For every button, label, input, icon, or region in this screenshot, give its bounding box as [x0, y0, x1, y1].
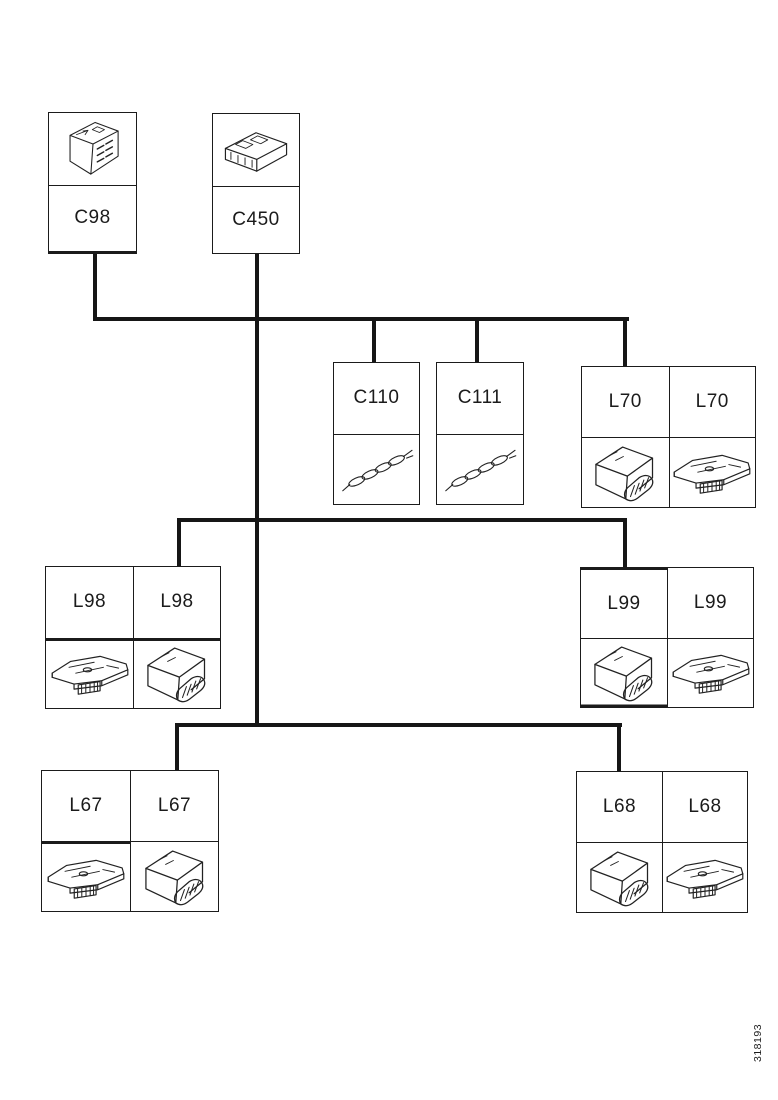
c110-drop-line: [372, 319, 376, 364]
component-label-l99-right: L99: [667, 568, 753, 638]
component-label-c110: C110: [353, 387, 400, 409]
component-label-l68-right: L68: [662, 772, 747, 842]
l70-drop-line: [623, 319, 627, 368]
component-label-l99-left: L99: [581, 568, 667, 638]
component-label-l67-left: L67: [69, 795, 103, 816]
component-label-c111: C111: [457, 387, 503, 409]
bus-line-lower: [175, 723, 622, 727]
flat-module-icon: [667, 637, 753, 707]
component-box-l99: L99 L99: [580, 567, 754, 708]
bus-line-upper: [93, 317, 629, 321]
relay-box-icon: [581, 637, 667, 708]
component-box-l98: L98 L98: [45, 566, 221, 709]
component-label-c98: C98: [49, 184, 136, 251]
component-box-l70: L70 L70: [581, 366, 756, 508]
flat-module-icon: [42, 841, 130, 911]
l67-drop-line: [175, 725, 179, 772]
component-label-l98-right: L98: [133, 567, 220, 638]
flat-module-icon: [662, 842, 747, 912]
c111-drop-line: [475, 319, 479, 364]
component-label-c450: C450: [213, 186, 299, 253]
component-box-c111: C111: [436, 362, 524, 505]
component-label-l68-left: L68: [602, 796, 637, 817]
component-label-l70-left: L70: [608, 391, 642, 412]
component-label-l98-left: L98: [72, 591, 107, 613]
figure-number: 318193: [752, 1023, 764, 1062]
relay-box-icon: [582, 437, 669, 507]
l99-drop-line: [623, 520, 627, 569]
flat-connector-icon: [213, 114, 299, 186]
twisted-wire-icon: [334, 433, 419, 505]
relay-box-icon: [577, 842, 662, 912]
component-box-c450: C450: [212, 113, 300, 254]
c98-drop-line: [93, 252, 97, 321]
component-box-c98: C98: [48, 112, 137, 254]
bus-line-middle: [177, 518, 627, 522]
connector-icon: [49, 113, 136, 185]
twisted-wire-icon: [437, 433, 523, 505]
l68-drop-line: [617, 725, 621, 773]
component-box-l67: L67 L67: [41, 770, 219, 912]
c450-trunk-line: [255, 252, 259, 727]
component-box-l68: L68 L68: [576, 771, 748, 913]
component-label-l67-right: L67: [130, 771, 218, 841]
relay-box-icon: [133, 637, 220, 708]
flat-module-icon: [668, 437, 755, 507]
relay-box-icon: [130, 841, 218, 911]
component-label-l70-right: L70: [668, 367, 756, 437]
component-box-c110: C110: [333, 362, 420, 505]
l98-drop-line: [177, 520, 181, 568]
flat-module-icon: [46, 637, 133, 709]
